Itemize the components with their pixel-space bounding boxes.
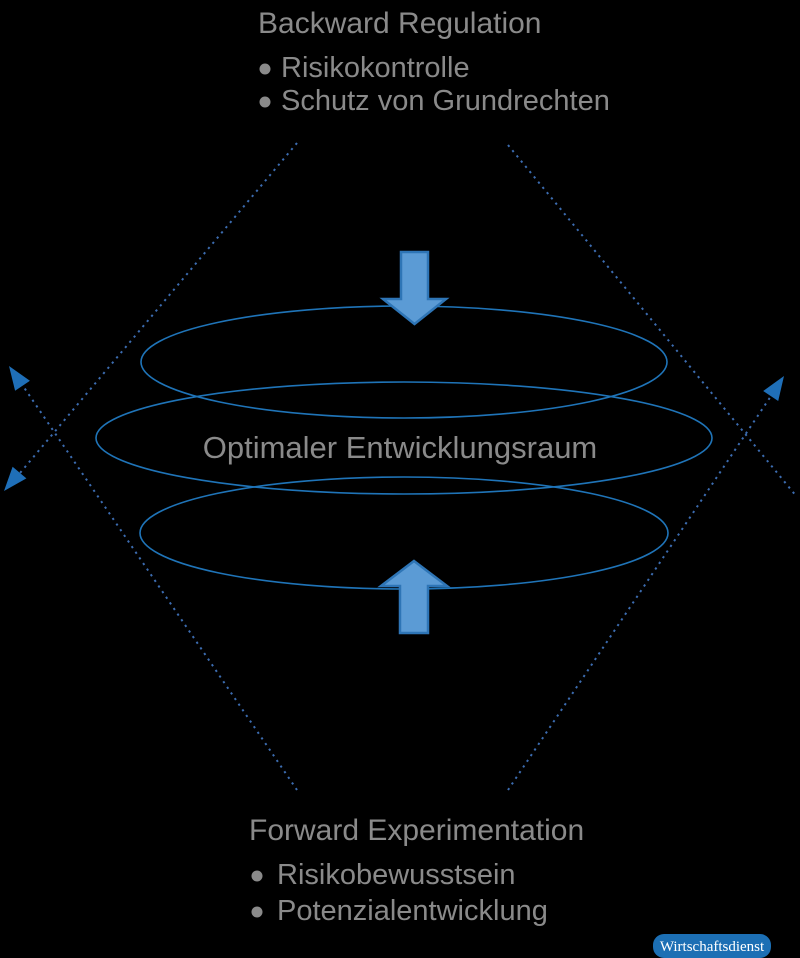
arrowhead-down-left-icon bbox=[4, 466, 27, 491]
wirtschaftsdienst-badge bbox=[653, 934, 771, 958]
up-block-arrow-icon bbox=[377, 559, 451, 635]
down-block-arrow-icon bbox=[379, 250, 450, 326]
bullet-schutz-von-grundrechten: Schutz von Grundrechten bbox=[281, 85, 610, 117]
arrowhead-up-left-icon bbox=[9, 366, 30, 391]
dotted-line-top-right bbox=[507, 144, 798, 498]
bullet-dot bbox=[251, 906, 263, 918]
middle-ellipse bbox=[95, 381, 713, 495]
bullet-dot bbox=[259, 63, 271, 75]
bullet-risikokontrolle: Risikokontrolle bbox=[281, 52, 470, 84]
bullet-dot bbox=[259, 96, 271, 108]
dotted-line-bottom-right bbox=[507, 395, 772, 791]
bullet-dot bbox=[251, 870, 263, 882]
wirtschaftsdienst-badge-label: Wirtschaftsdienst bbox=[660, 939, 765, 955]
backward-regulation-title: Backward Regulation bbox=[258, 7, 542, 40]
arrowhead-up-right-icon bbox=[763, 376, 784, 401]
center-label-optimaler-entwicklungsraum: Optimaler Entwicklungsraum bbox=[203, 430, 598, 465]
bullet-potenzialentwicklung: Potenzialentwicklung bbox=[277, 895, 548, 927]
bullet-risikobewusstsein: Risikobewusstsein bbox=[277, 859, 516, 891]
forward-experimentation-title: Forward Experimentation bbox=[249, 814, 584, 847]
